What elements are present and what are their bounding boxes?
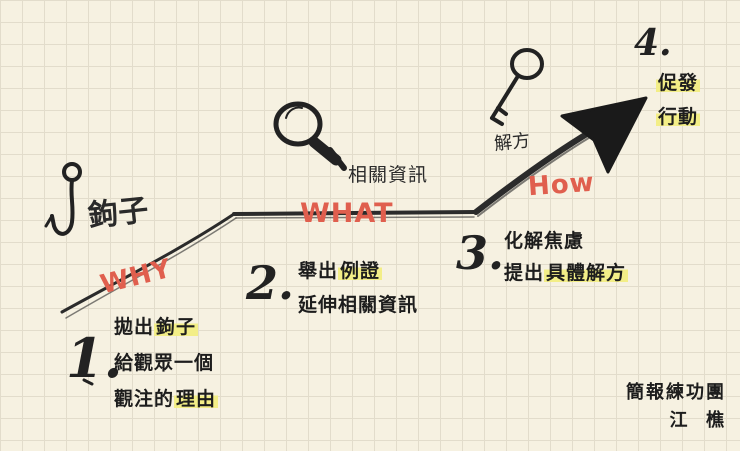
step1-line1-b: 鉤子 (154, 316, 199, 338)
step3-line2-a: 提出 (504, 262, 545, 284)
magnifier-note: 相關資訊 (348, 164, 429, 186)
arrow-head-icon (560, 96, 648, 174)
step1-line1-a: 拋出 (114, 316, 155, 338)
step1-line3-b: 理由 (174, 388, 219, 410)
step1-line1: 拋出鉤子 (114, 316, 199, 338)
step4-line1-a: 促發 (656, 72, 701, 94)
step2-line1: 舉出例證 (298, 260, 383, 282)
step1-line2: 給觀眾一個 (114, 354, 214, 373)
key-note: 解方 (493, 130, 532, 155)
step1-line2-a: 給觀眾一個 (114, 352, 215, 374)
step-number-2: 2. (246, 256, 295, 310)
growth-path-line (60, 129, 593, 319)
how-label: How (527, 167, 596, 203)
credit-org: 簡報練功團 (626, 382, 726, 403)
step3-line2-b: 具體解方 (544, 262, 629, 284)
step3-line2: 提出具體解方 (504, 262, 629, 284)
step-number-4: 4. (634, 22, 672, 64)
key-icon (490, 48, 544, 126)
step4-line2-a: 行動 (656, 106, 701, 128)
hook-icon (44, 162, 82, 236)
step-number-3: 3. (456, 226, 505, 280)
step2-line2-a: 延伸相關資訊 (298, 294, 419, 316)
step2-line1-b: 例證 (338, 260, 383, 282)
step-number-1: 1. (66, 326, 123, 390)
step3-line1-a: 化解焦慮 (504, 230, 585, 252)
credit-author: 江 樵 (669, 410, 726, 431)
step2-line2: 延伸相關資訊 (298, 296, 418, 315)
step2-line1-a: 舉出 (298, 260, 339, 282)
step1-line3: 觀注的理由 (114, 388, 219, 410)
small-tick-icon (82, 378, 94, 386)
step1-line3-a: 觀注的 (114, 388, 175, 410)
what-label: WHAT (300, 198, 394, 229)
magnifier-icon (273, 101, 347, 171)
hook-note: 鉤子 (86, 192, 151, 235)
step4-line2: 行動 (656, 106, 701, 128)
step4-line1: 促發 (656, 72, 701, 94)
step3-line1: 化解焦慮 (504, 232, 584, 251)
